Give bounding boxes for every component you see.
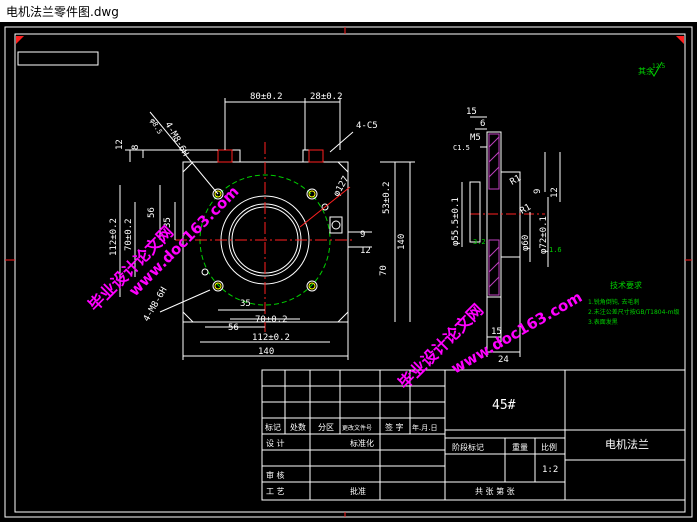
drawing-number-box	[17, 51, 99, 66]
side-view	[469, 131, 545, 298]
dim-35-left: 35	[163, 217, 173, 228]
watermark-url-1: www.doc163.com	[125, 182, 242, 299]
top-tab-left	[217, 149, 241, 162]
row-label-1: 处数	[290, 422, 306, 432]
role-review: 审 核	[266, 470, 285, 480]
side-step	[469, 181, 481, 243]
tech-item-1: 1.锐角倒钝, 去毛刺	[588, 298, 640, 306]
dim-140-bottom: 140	[258, 347, 274, 357]
title-block: 45# 电机法兰 阶段标记 重量 比例 1:2 共 张 第 张 标记 处数 分区…	[261, 369, 686, 501]
dim-112-left: 112±0.2	[109, 218, 119, 256]
tech-requirements: 技术要求 1.锐角倒钝, 去毛刺 2.未注公差尺寸按GB/T1804-m级 3.…	[588, 280, 679, 326]
tech-item-2: 2.未注公差尺寸按GB/T1804-m级	[588, 308, 679, 316]
stage-label: 阶段标记	[452, 442, 484, 452]
side-slot	[329, 216, 343, 234]
tab-hatch-left	[217, 149, 233, 163]
sheet-inner-border	[14, 33, 686, 513]
drawing-svg: 其余 12.5	[4, 26, 693, 518]
window-titlebar: 电机法兰零件图.dwg	[0, 0, 697, 23]
dim-28: 28±0.2	[310, 92, 343, 102]
role-design: 设 计	[266, 438, 285, 448]
dim-53: 53±0.2	[382, 181, 392, 214]
dim-80: 80±0.2	[250, 92, 283, 102]
chamfer-label: 4-C5	[356, 121, 378, 131]
dim-35-bottom: 35	[240, 299, 251, 309]
top-tab-right	[302, 149, 324, 162]
dim-phi127: φ127	[332, 175, 352, 199]
row-label-4: 签 字	[385, 422, 404, 432]
scale-label: 比例	[541, 442, 557, 452]
row-label-5: 年.月.日	[412, 423, 437, 432]
radius-r1-b: R1	[519, 203, 533, 217]
holes-spec-top: 4-M8-6H	[162, 121, 190, 159]
section-hatch-bottom	[488, 239, 500, 296]
corner-triangle-tr	[676, 36, 684, 44]
dim-56-bottom: 56	[228, 323, 239, 333]
material-label: 45#	[492, 398, 516, 413]
dim-phi72: φ72±0.1	[539, 216, 549, 254]
corner-triangle-tl	[16, 36, 24, 44]
dim-9-side: 9	[533, 189, 543, 194]
approve-label: 批准	[350, 486, 366, 496]
dim-9: 9	[360, 230, 365, 240]
dim-70-bottom: 70±0.2	[255, 315, 288, 325]
dim-phi55: φ55.5±0.1	[451, 197, 461, 246]
dim-56-left: 56	[147, 207, 157, 218]
row-label-3: 更改文件号	[342, 424, 372, 432]
dim-15-bottom: 15	[491, 327, 502, 337]
std-label: 标准化	[350, 438, 374, 448]
sheet-text: 共 张 第 张	[475, 486, 515, 496]
row-label-0: 标记	[265, 422, 281, 432]
dim-15-top: 15	[466, 107, 477, 117]
dim-70-left: 70±0.2	[124, 218, 134, 251]
dim-70-v: 70	[379, 265, 389, 276]
watermark-url-2: www.doc163.com	[448, 288, 585, 378]
window-title: 电机法兰零件图.dwg	[6, 5, 119, 19]
roughness-symbol-icon	[649, 61, 663, 77]
dim-phi60: φ60	[521, 235, 531, 251]
dim-12-right: 12	[360, 246, 371, 256]
sheet-outer-border	[4, 26, 693, 518]
cad-canvas[interactable]: 其余 12.5	[0, 22, 697, 522]
weight-label: 重量	[512, 442, 528, 452]
roughness-32: 3.2	[473, 238, 486, 246]
dim-12-left: 12	[115, 139, 125, 150]
chamfer-c15: C1.5	[453, 144, 470, 152]
roughness-value: 12.5	[652, 63, 666, 70]
front-view	[175, 142, 355, 332]
radius-r1-a: R1	[509, 174, 523, 188]
roughness-16: 1.6	[549, 246, 562, 254]
dim-24: 24	[498, 355, 509, 365]
tech-item-3: 3.表面发黑	[588, 318, 618, 326]
dim-8-left: 8	[131, 145, 141, 150]
side-dimensions: 15 6 M5 C1.5 R1 R1 9 12 φ55.5±0.1 φ60 φ7…	[451, 107, 562, 365]
scale-value: 1:2	[542, 465, 558, 475]
front-dimensions: 80±0.2 28±0.2 12 8 112±0.2 70±0.2 56 35 …	[109, 92, 415, 360]
dim-140-v: 140	[397, 234, 407, 250]
dim-12-side: 12	[550, 187, 560, 198]
row-label-2: 分区	[318, 423, 334, 432]
part-name: 电机法兰	[605, 437, 649, 451]
thread-m5: M5	[470, 133, 481, 143]
tech-title: 技术要求	[610, 280, 642, 290]
dim-112-bottom: 112±0.2	[252, 333, 290, 343]
roughness-note: 其余	[638, 66, 654, 76]
dim-6: 6	[480, 119, 485, 129]
role-process: 工 艺	[266, 487, 285, 496]
tab-hatch-right	[308, 149, 324, 163]
